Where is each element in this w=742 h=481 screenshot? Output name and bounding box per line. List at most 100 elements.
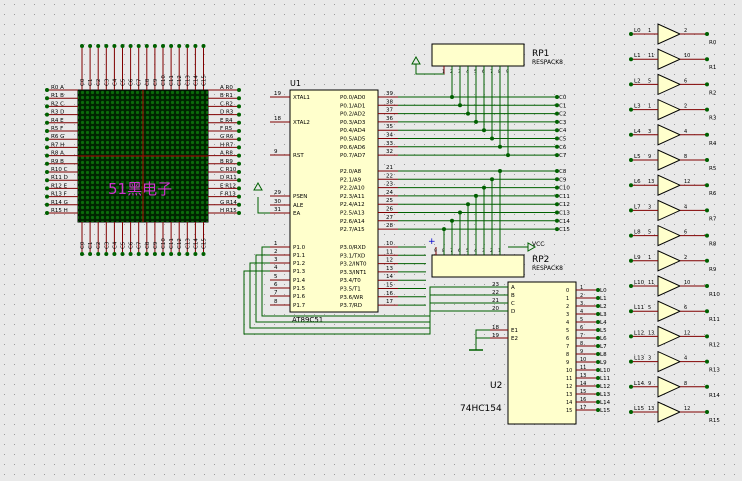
buffer-out-dot xyxy=(705,384,709,389)
buffer-out-dot xyxy=(705,158,709,162)
u1-left-pin-num: 8 xyxy=(274,299,278,305)
matrix-left-pin-end xyxy=(45,120,49,125)
matrix-left-label: R1 B xyxy=(51,93,64,99)
u1-left-pin-name: XTAL2 xyxy=(293,120,310,126)
buffer-pin-in: 5 xyxy=(648,230,651,236)
col-net-end xyxy=(555,136,559,141)
u1-right-pin-name: P0.2/AD2 xyxy=(340,112,365,118)
u1-right-pin-num: 23 xyxy=(386,182,393,188)
junction-dot xyxy=(474,119,478,124)
matrix-top-label: C6 xyxy=(129,78,135,86)
buffer-out-label: R11 xyxy=(709,317,720,323)
matrix-top-label: C2 xyxy=(96,79,102,86)
buffer-pin-out: 12 xyxy=(684,179,690,185)
matrix-bottom-label: C10 xyxy=(161,238,167,249)
rp2-vcc-arrow xyxy=(527,242,537,252)
matrix-left-pin-end xyxy=(45,202,49,207)
buffer-in-dot xyxy=(629,107,633,112)
matrix-top-pin-end xyxy=(136,44,141,48)
p1-to-u2-wire xyxy=(255,254,508,323)
buffer-in-dot xyxy=(629,208,633,213)
col-net-end xyxy=(555,111,559,116)
u1-right-pin-num: 14 xyxy=(386,274,393,280)
u2-output-name: 15 xyxy=(566,408,572,414)
u2-out-net-label: L7 xyxy=(600,344,607,350)
u1-left-pin-name: P1.6 xyxy=(293,294,306,300)
matrix-bottom-pin-end xyxy=(169,252,174,256)
u1-left-pin-name: PSEN xyxy=(293,194,307,200)
matrix-bottom-label: C11 xyxy=(169,238,175,249)
col-net-label: C6 xyxy=(559,145,567,151)
col-net-end xyxy=(555,128,559,133)
buffer-in-dot xyxy=(629,258,633,263)
col-net-label: C15 xyxy=(559,227,570,233)
col-net-end xyxy=(555,193,559,198)
u1-body xyxy=(289,89,379,313)
u2-out-dot xyxy=(596,304,600,308)
u1-at89c51[interactable]: U1 AT89C51 19XTAL118XTAL29RST29PSEN30ALE… xyxy=(270,79,398,324)
u1-right-pin-name: P2.4/A12 xyxy=(340,202,365,208)
buffer-pin-out: 10 xyxy=(684,53,690,59)
matrix-top-label: C5 xyxy=(121,78,127,86)
buffer-out-dot xyxy=(705,132,709,137)
matrix-right-label: E R12 xyxy=(220,183,236,189)
u2-out-net-label: L6 xyxy=(600,336,607,342)
u2-input-name: E2 xyxy=(511,336,518,342)
matrix-left-pin-end xyxy=(45,112,49,117)
buffer-in-label: L6 xyxy=(634,179,641,185)
matrix-bottom-label: C2 xyxy=(96,242,102,249)
u2-input-num: 19 xyxy=(492,333,499,339)
matrix-bottom-label: C14 xyxy=(193,238,199,249)
matrix-top-pin-end xyxy=(185,44,190,48)
buffer-pin-out: 6 xyxy=(684,230,687,236)
matrix-top-pin-end xyxy=(112,44,117,48)
matrix-bottom-pin-end xyxy=(193,252,198,256)
buffer-in-label: L11 xyxy=(634,305,644,311)
junction-dot xyxy=(442,227,446,232)
matrix-left-label: R5 F xyxy=(51,126,63,132)
matrix-top-pin-end xyxy=(88,44,93,48)
u2-out-dot xyxy=(596,312,600,316)
matrix-top-label: C13 xyxy=(185,75,191,86)
matrix-bottom-label: C5 xyxy=(121,241,127,249)
matrix-bottom-pin-end xyxy=(185,252,190,256)
ea-wire xyxy=(257,197,270,214)
matrix-top-label: C8 xyxy=(145,78,151,86)
buffer-out-dot xyxy=(705,57,709,62)
u2-out-dot xyxy=(596,400,600,404)
u2-output-num: 16 xyxy=(580,397,586,403)
u2-out-net-label: L0 xyxy=(600,288,607,294)
u1-right-pin-num: 25 xyxy=(386,198,393,204)
buffer-in-label: L3 xyxy=(634,104,641,110)
matrix-left-label: R8 A xyxy=(51,151,64,157)
matrix-bottom-label: C4 xyxy=(112,241,118,249)
matrix-bottom-pin-end xyxy=(136,252,141,256)
matrix-top-pin-end xyxy=(128,44,133,48)
matrix-bottom-pin-end xyxy=(112,252,117,256)
u2-input-name: E1 xyxy=(511,328,518,334)
buffer-pin-in: 13 xyxy=(648,406,654,412)
col-net-label: C8 xyxy=(559,169,567,175)
buffer-in-dot xyxy=(629,158,633,162)
u1-right-pin-name: P3.3/INT1 xyxy=(340,270,367,276)
